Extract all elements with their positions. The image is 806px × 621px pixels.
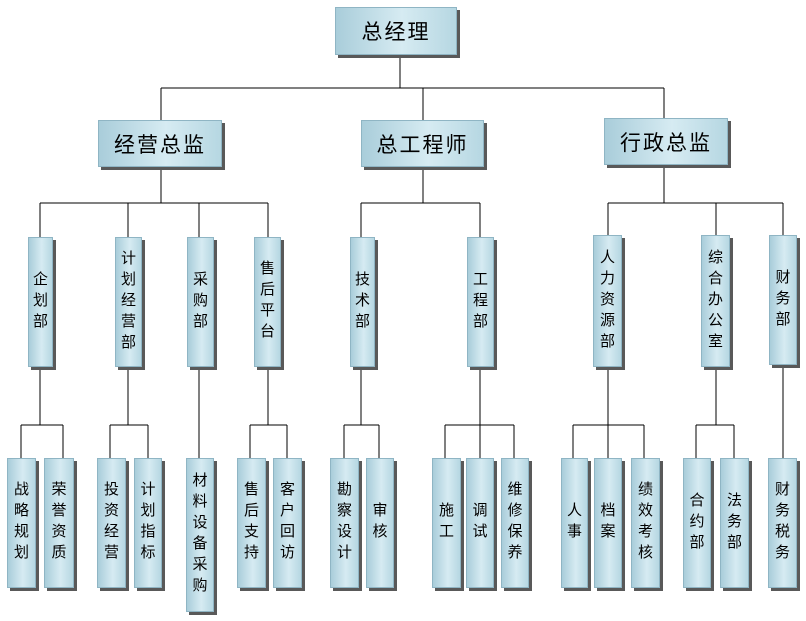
finance-dept-box: 财务部 (769, 235, 797, 365)
general-office-box: 综合办公室 (701, 235, 730, 367)
chief-engineer-box: 总工程师 (361, 120, 484, 167)
plan-ops-dept-box: 计划经营部 (115, 237, 142, 367)
unit-contract-box: 合约部 (683, 458, 711, 588)
unit-support-box: 售后支持 (237, 458, 266, 588)
unit-material-box: 材料设备采购 (186, 458, 214, 612)
unit-archive-box: 档案 (594, 458, 622, 588)
unit-revisit-box: 客户回访 (273, 458, 302, 588)
technology-dept-box: 技术部 (350, 237, 375, 367)
procurement-dept-box: 采购部 (187, 237, 214, 367)
unit-strategy-box: 战略规划 (7, 458, 36, 588)
unit-tax-box: 财务税务 (768, 458, 797, 588)
unit-construction-box: 施工 (432, 458, 461, 588)
unit-review-box: 审核 (366, 458, 394, 588)
unit-survey-box: 勘察设计 (330, 458, 359, 588)
unit-performance-box: 绩效考核 (631, 458, 660, 588)
unit-debug-box: 调试 (466, 458, 494, 588)
unit-maintenance-box: 维修保养 (501, 458, 529, 588)
general-manager-box: 总经理 (335, 7, 457, 55)
hr-dept-box: 人力资源部 (593, 235, 622, 367)
unit-investment-box: 投资经营 (97, 458, 126, 588)
unit-legal-box: 法务部 (720, 458, 749, 588)
admin-director-box: 行政总监 (604, 118, 728, 165)
business-director-box: 经营总监 (98, 120, 222, 167)
unit-plan-index-box: 计划指标 (134, 458, 162, 588)
engineering-dept-box: 工程部 (467, 237, 494, 367)
after-sales-dept-box: 售后平台 (254, 237, 281, 367)
unit-personnel-box: 人事 (561, 458, 588, 588)
planning-dept-box: 企划部 (28, 237, 53, 367)
unit-honor-box: 荣誉资质 (44, 458, 74, 588)
